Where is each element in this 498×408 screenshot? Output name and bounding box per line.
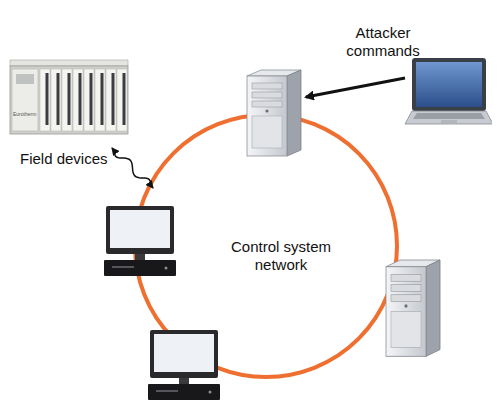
io-module [40,69,50,131]
laptop-screen [416,62,482,107]
io-module [106,69,116,131]
io-terminal-strip [90,73,93,125]
power-button [265,109,268,112]
server-side [287,70,301,156]
drive-bay [252,92,282,98]
io-module [95,69,105,131]
power-display [16,74,34,84]
io-module [73,69,83,131]
vent-panel [391,312,421,348]
power-module [12,69,38,131]
desktop-case [148,384,220,400]
vent-panel [252,116,282,148]
desktop-case [104,260,176,276]
laptop-lid [412,58,486,111]
laptop-touchpad [441,120,457,123]
network-ring-line [135,115,397,377]
drive-bay [391,295,421,302]
drive-slot [156,390,178,392]
power-light [165,267,168,270]
drive-bay [391,285,421,292]
connector [112,148,153,188]
drive-bay [252,83,282,89]
drive-slot [112,266,134,268]
monitor-screen [154,334,214,372]
server-top [247,70,301,76]
connector [306,78,405,97]
attacker-laptop: Attacker commands [340,20,492,128]
io-module [84,69,94,131]
io-terminal-strip [112,73,115,125]
io-module [62,69,72,131]
power-light [209,391,212,394]
io-terminal-strip [68,73,71,125]
server-side [426,260,440,356]
io-module [117,69,127,131]
io-terminal-strip [79,73,82,125]
monitor-neck [179,378,189,384]
laptop-keyboard [413,113,485,119]
power-button [404,304,407,308]
io-terminal-strip [101,73,104,125]
drive-bay [252,101,282,107]
node-label: Control system network [226,238,336,274]
brand-label: Eurotherm [13,111,36,117]
monitor-frame [150,330,218,378]
plc-lip [10,60,128,66]
laptop-base [405,111,492,124]
plc-chassis [10,66,128,134]
io-terminal-strip [123,73,126,125]
server-tower [247,70,301,156]
node-label: Field devices [20,150,136,168]
node-label: Attacker commands [340,24,426,60]
io-terminal-strip [46,73,49,125]
network-ring: Control system network [133,113,399,379]
io-module [51,69,61,131]
io-terminal-strip [57,73,60,125]
